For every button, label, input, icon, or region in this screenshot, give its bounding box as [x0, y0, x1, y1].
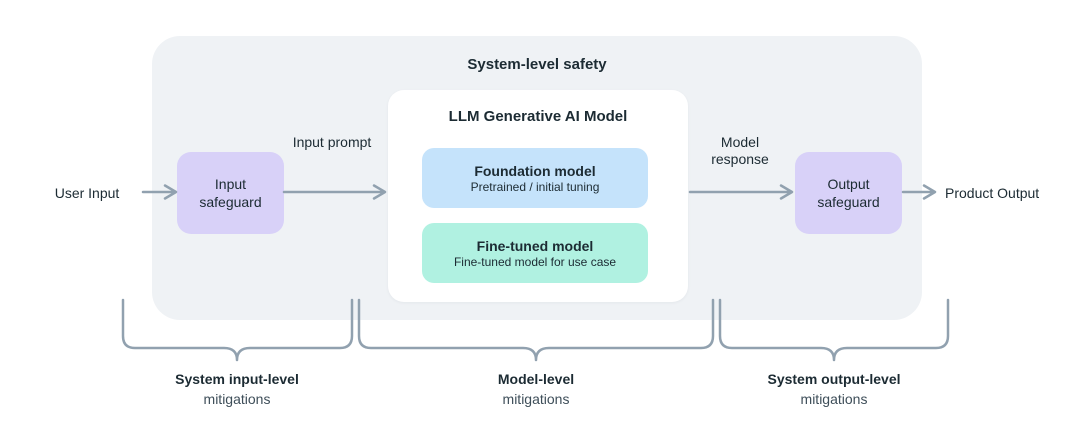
foundation-model-title: Foundation model	[474, 162, 596, 179]
brace-caption-title: System input-level	[175, 371, 299, 387]
brace-caption-title: System output-level	[767, 371, 901, 387]
model-response-label: Model response	[711, 134, 769, 167]
fine-tuned-model-title: Fine-tuned model	[476, 237, 594, 254]
brace-caption-title: Model-level	[497, 371, 575, 387]
user-input-label: User Input	[54, 185, 120, 201]
system-output-level-mitigations-label: System output-level mitigations	[767, 369, 900, 409]
system-input-level-mitigations-label: System input-level mitigations	[175, 369, 299, 409]
brace-caption-subtitle: mitigations	[800, 391, 868, 407]
output-safeguard-box: Output safeguard	[795, 152, 902, 234]
brace-caption-subtitle: mitigations	[203, 391, 271, 407]
input-safeguard-box: Input safeguard	[177, 152, 284, 234]
model-level-mitigations-label: Model-level mitigations	[498, 369, 574, 409]
input-prompt-label: Input prompt	[292, 134, 372, 150]
system-level-safety-title: System-level safety	[467, 56, 607, 73]
brace-caption-subtitle: mitigations	[502, 391, 570, 407]
product-output-label: Product Output	[945, 185, 1040, 201]
foundation-model-box: Foundation model Pretrained / initial tu…	[422, 148, 648, 208]
llm-model-card: LLM Generative AI Model Foundation model…	[388, 90, 688, 302]
foundation-model-subtitle: Pretrained / initial tuning	[470, 179, 600, 194]
llm-model-card-title: LLM Generative AI Model	[448, 108, 628, 125]
fine-tuned-model-subtitle: Fine-tuned model for use case	[453, 254, 617, 269]
fine-tuned-model-box: Fine-tuned model Fine-tuned model for us…	[422, 223, 648, 283]
